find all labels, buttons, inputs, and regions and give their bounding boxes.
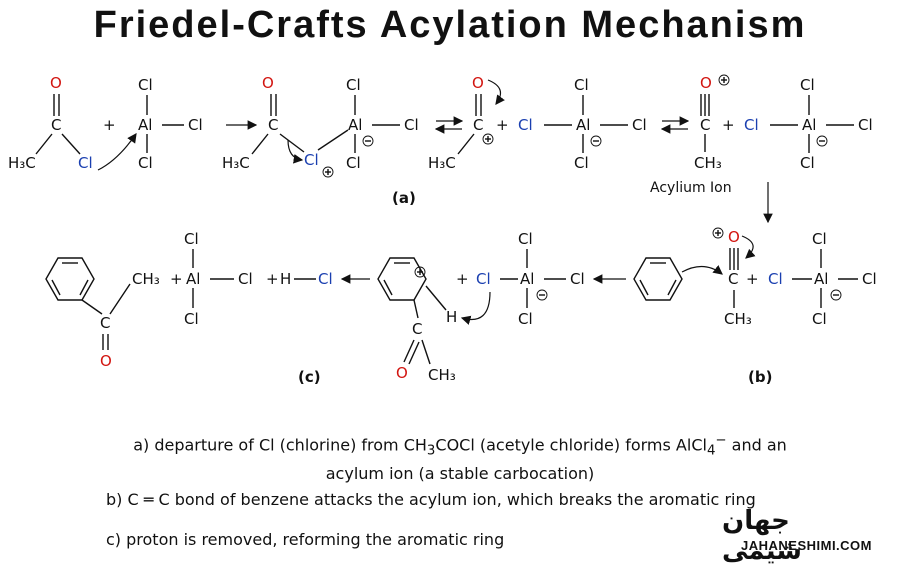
oxygen-atom: O bbox=[262, 74, 274, 92]
oxygen-atom: O bbox=[50, 74, 62, 92]
chlorine-atom: Cl bbox=[858, 116, 873, 134]
page-title: Friedel-Crafts Acylation Mechanism bbox=[93, 4, 807, 46]
chlorine-atom: Cl bbox=[570, 270, 585, 288]
positive-charge-icon bbox=[414, 266, 426, 278]
chlorine-atom: Cl bbox=[346, 76, 361, 94]
chlorine-atom: Cl bbox=[862, 270, 877, 288]
positive-charge-icon bbox=[322, 166, 334, 178]
chlorine-atom: Cl bbox=[518, 310, 533, 328]
chlorine-atom: Cl bbox=[632, 116, 647, 134]
plus-sign: + bbox=[266, 270, 279, 288]
arenium-ion: H C O CH₃ bbox=[377, 257, 457, 384]
negative-charge-icon bbox=[362, 135, 374, 147]
carbon-atom: C bbox=[100, 314, 110, 332]
chlorine-atom: Cl bbox=[184, 310, 199, 328]
benzene-acylium: O C CH₃ + bbox=[633, 227, 759, 328]
methyl-group: H₃C bbox=[222, 154, 250, 172]
positive-charge-icon bbox=[482, 133, 494, 145]
step-tag-a: (a) bbox=[392, 189, 416, 207]
chlorine-atom: Cl bbox=[800, 76, 815, 94]
chlorine-atom: Cl bbox=[574, 154, 589, 172]
oxygen-atom: O bbox=[700, 74, 712, 92]
oxygen-atom: O bbox=[396, 364, 408, 382]
negative-charge-icon bbox=[590, 135, 602, 147]
chlorine-atom: Cl bbox=[138, 154, 153, 172]
carbon-atom: C bbox=[700, 116, 710, 134]
carbon-atom: C bbox=[412, 320, 422, 338]
chlorine-atom: Cl bbox=[188, 116, 203, 134]
methyl-group: H₃C bbox=[428, 154, 456, 172]
positive-charge-icon bbox=[718, 74, 730, 86]
plus-sign: + bbox=[722, 116, 735, 134]
carbon-atom: C bbox=[473, 116, 483, 134]
plus-sign: + bbox=[746, 270, 759, 288]
oxygen-atom: O bbox=[100, 352, 112, 370]
aluminum-atom: Al bbox=[576, 116, 590, 134]
hydrogen-atom: H bbox=[446, 308, 457, 326]
step-tag-b: (b) bbox=[748, 368, 772, 386]
tetrachloroaluminate-2: Cl Cl Al Cl Cl bbox=[768, 230, 877, 328]
oxygen-atom: O bbox=[728, 228, 740, 246]
methyl-group: CH₃ bbox=[694, 154, 722, 172]
acetyl-chloride: O C H₃C Cl bbox=[8, 74, 93, 172]
negative-charge-icon bbox=[816, 135, 828, 147]
chlorine-atom: Cl bbox=[318, 270, 333, 288]
chlorine-atom: Cl bbox=[800, 154, 815, 172]
chlorine-atom: Cl bbox=[404, 116, 419, 134]
aluminum-atom: Al bbox=[138, 116, 152, 134]
chlorine-atom: Cl bbox=[574, 76, 589, 94]
chlorine-atom: Cl bbox=[346, 154, 361, 172]
methyl-group: CH₃ bbox=[428, 366, 456, 384]
ion-pair-1: O C H₃C + Cl Cl Al Cl Cl bbox=[428, 74, 647, 172]
mechanism-scheme: O C H₃C Cl + Cl Al Cl Cl O C H₃C Cl Cl A… bbox=[8, 74, 877, 386]
negative-charge-icon bbox=[830, 289, 842, 301]
chlorine-atom: Cl bbox=[238, 270, 253, 288]
chlorine-atom: Cl bbox=[812, 230, 827, 248]
aluminum-atom: Al bbox=[348, 116, 362, 134]
chlorine-atom: Cl bbox=[78, 154, 93, 172]
carbon-atom: C bbox=[268, 116, 278, 134]
note-step-b: b) C ═ C bond of benzene attacks the acy… bbox=[106, 490, 756, 509]
chlorine-atom: Cl bbox=[304, 151, 319, 169]
step-tag-c: (c) bbox=[298, 368, 321, 386]
acetophenone: C CH₃ O bbox=[45, 257, 160, 370]
carbon-atom: C bbox=[728, 270, 738, 288]
hydrogen-atom: H bbox=[280, 270, 291, 288]
carbon-atom: C bbox=[51, 116, 61, 134]
acylium-ion-pair: O C CH₃ + Cl Cl Al Cl Cl bbox=[694, 74, 873, 172]
note-step-c: c) proton is removed, reforming the arom… bbox=[106, 530, 505, 549]
aluminum-atom: Al bbox=[520, 270, 534, 288]
logo-arabic-text: جهان شیمی bbox=[722, 506, 802, 566]
regenerated-alcl3: Cl Al Cl Cl bbox=[184, 230, 253, 328]
tetrachloroaluminate-1: Cl Cl Al Cl Cl bbox=[476, 230, 585, 328]
aluminum-chloride: Cl Al Cl Cl bbox=[138, 76, 203, 172]
chlorine-atom: Cl bbox=[476, 270, 491, 288]
chlorine-atom: Cl bbox=[744, 116, 759, 134]
methyl-group: CH₃ bbox=[724, 310, 752, 328]
aluminum-atom: Al bbox=[814, 270, 828, 288]
plus-sign: + bbox=[170, 270, 183, 288]
chlorine-atom: Cl bbox=[184, 230, 199, 248]
chlorine-atom: Cl bbox=[518, 230, 533, 248]
acylium-ion-label: Acylium Ion bbox=[650, 180, 732, 196]
aluminum-atom: Al bbox=[186, 270, 200, 288]
methyl-group: H₃C bbox=[8, 154, 36, 172]
chlorine-atom: Cl bbox=[518, 116, 533, 134]
site-logo: جهان شیمی JAHANESHIMI.COM bbox=[722, 506, 872, 566]
plus-sign: + bbox=[103, 116, 116, 134]
chlorine-atom: Cl bbox=[768, 270, 783, 288]
note-step-a: a) departure of Cl (chlorine) from CH3CO… bbox=[133, 433, 787, 483]
aluminum-atom: Al bbox=[802, 116, 816, 134]
plus-sign: + bbox=[456, 270, 469, 288]
chlorine-atom: Cl bbox=[138, 76, 153, 94]
lewis-complex: O C H₃C Cl Cl Al Cl Cl bbox=[222, 74, 419, 178]
logo-latin-text: JAHANESHIMI.COM bbox=[740, 538, 872, 553]
negative-charge-icon bbox=[536, 289, 548, 301]
chlorine-atom: Cl bbox=[812, 310, 827, 328]
plus-sign: + bbox=[496, 116, 509, 134]
positive-charge-icon bbox=[712, 227, 724, 239]
methyl-group: CH₃ bbox=[132, 270, 160, 288]
oxygen-atom: O bbox=[472, 74, 484, 92]
